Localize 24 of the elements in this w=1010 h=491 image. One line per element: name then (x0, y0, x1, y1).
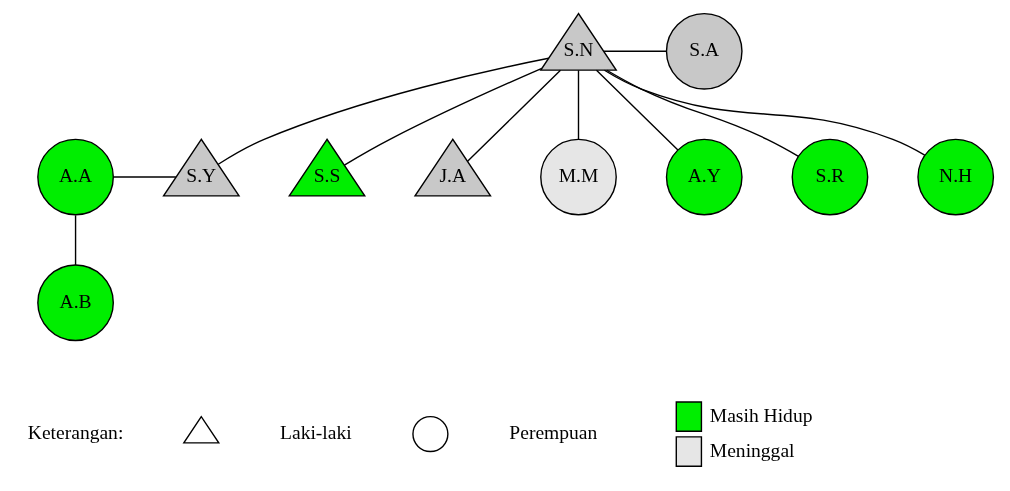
connector (466, 69, 561, 162)
connector (595, 69, 679, 151)
connector (343, 67, 543, 166)
node-circle: A.Y (665, 138, 743, 216)
node-circle: S.R (791, 138, 868, 216)
connector (605, 69, 799, 157)
node-triangle (182, 415, 220, 444)
legend-label: Meninggal (709, 439, 794, 461)
connector (602, 50, 667, 52)
node-circle: N.H (916, 138, 994, 216)
legend-label: Laki-laki (279, 422, 352, 444)
connector (577, 69, 579, 140)
connector (112, 176, 177, 178)
legend-label: Masih Hidup (709, 404, 812, 426)
connector (603, 69, 925, 156)
node-circle: A.A (36, 138, 114, 216)
node-circle: A.B (36, 264, 114, 342)
node-circle: M.M (539, 138, 617, 216)
connector (74, 214, 76, 266)
legend-label: Perempuan (508, 422, 597, 444)
node-circle (411, 415, 449, 453)
node-circle: S.A (665, 12, 743, 90)
label: Keterangan: (27, 422, 123, 444)
connector (217, 57, 549, 165)
